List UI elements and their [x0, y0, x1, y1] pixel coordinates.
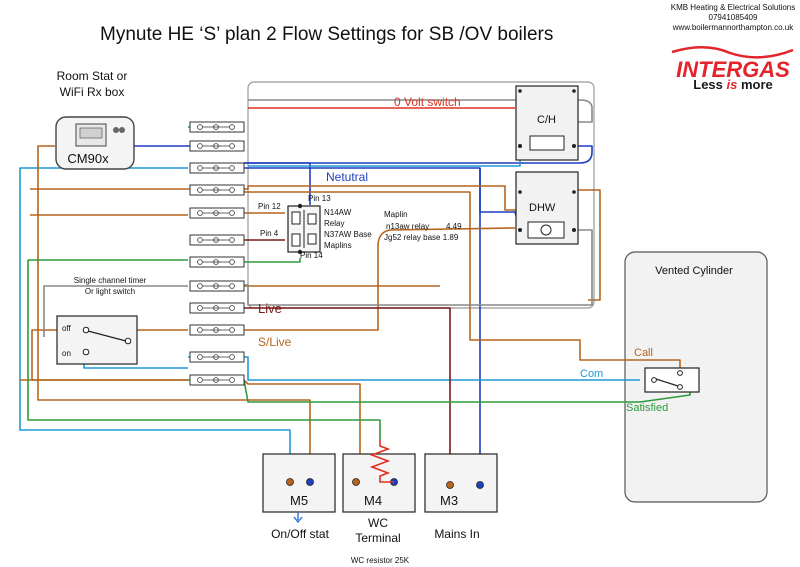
green-wire-relay: [28, 258, 301, 263]
terminal-block-icon: [189, 184, 245, 196]
resistor-icon: [369, 440, 394, 483]
neutral-wire-relay: [244, 162, 311, 205]
relay-icon: [287, 203, 321, 255]
neutral-label: Netutral: [326, 170, 368, 184]
m4-caption-2: Terminal: [355, 531, 400, 545]
maplin-note-2-price: 4.49: [446, 222, 462, 231]
terminal-block-icon: [189, 162, 245, 174]
brand-logo-text: INTERGAS: [676, 57, 790, 82]
m4-caption-1: WC: [368, 516, 388, 530]
relay-desc-3: N37AW Base: [324, 230, 372, 239]
company-website: www.boilermannorthampton.co.uk: [672, 23, 795, 32]
grey-wire-timer: [43, 285, 188, 337]
pin13-label: Pin 13: [308, 194, 331, 203]
intergas-logo: INTERGAS Less is more: [671, 46, 794, 92]
zero-volt-label: 0 Volt switch: [394, 95, 461, 109]
maplin-note-1: Maplin: [384, 210, 408, 219]
terminal-block-icon: [189, 256, 245, 268]
m4-label: M4: [364, 493, 382, 508]
maplin-note-3: Jg52 relay base 1.89: [384, 233, 459, 242]
cylinder-stat: [644, 367, 700, 393]
live-label: Live: [258, 301, 282, 316]
green-wire-m4: [27, 260, 381, 440]
grey-wire-dhw: [244, 229, 593, 306]
relay-desc-2: Relay: [324, 219, 344, 228]
com-label: Com: [580, 368, 603, 380]
dhw-valve: [515, 171, 579, 245]
terminal-strip: [189, 121, 245, 386]
room-stat-label-2: WiFi Rx box: [60, 85, 125, 99]
neutral-wire-ch: [244, 145, 593, 164]
brown-wire-m4: [243, 379, 361, 480]
slive-label: S/Live: [258, 335, 292, 349]
brown-wire-slive: [244, 227, 516, 331]
company-phone: 07941085409: [709, 13, 758, 22]
m3-terminal: [424, 453, 498, 513]
terminal-block-icon: [189, 374, 245, 386]
maplin-note-2: n13aw relay: [386, 222, 429, 231]
timer-off-label: off: [62, 324, 72, 333]
satisfied-label: Satisfied: [626, 402, 668, 414]
company-name: KMB Heating & Electrical Solutions: [671, 3, 796, 12]
ch-valve-label: C/H: [537, 114, 556, 126]
relay-desc-1: N14AW: [324, 208, 352, 217]
brown-wire-dhw-right: [577, 189, 601, 301]
terminal-block-icon: [189, 280, 245, 292]
brown-wire-m5: [37, 145, 311, 480]
brand-slogan: Less is more: [693, 77, 773, 92]
m3-caption: Mains In: [434, 527, 479, 541]
brown-wire-call: [244, 191, 681, 372]
pin12-label: Pin 12: [258, 202, 281, 211]
m3-label: M3: [440, 493, 458, 508]
maroon-wire-live: [244, 307, 451, 485]
pin4-label: Pin 4: [260, 229, 279, 238]
call-label: Call: [634, 347, 653, 359]
cyan-wire-com: [188, 356, 640, 381]
room-stat-label-1: Room Stat or: [57, 69, 128, 83]
m5-terminal: [262, 453, 336, 513]
terminal-block-icon: [189, 351, 245, 363]
terminal-block-icon: [189, 234, 245, 246]
m5-label: M5: [290, 493, 308, 508]
m5-caption: On/Off stat: [271, 527, 329, 541]
terminal-block-icon: [189, 121, 245, 133]
device-name: CM90x: [67, 151, 109, 166]
brown-wire-relay-pin12: [30, 212, 285, 216]
timer-label-2: Or light switch: [85, 287, 135, 296]
cylinder-label: Vented Cylinder: [655, 265, 733, 277]
terminal-block-icon: [189, 140, 245, 152]
arrow-down-icon: [293, 512, 303, 524]
ch-valve: [515, 85, 579, 161]
timer-on-label: on: [62, 349, 71, 358]
terminal-block-icon: [189, 207, 245, 219]
grey-wire-ch: [248, 99, 593, 123]
thermostat-icon: [55, 116, 135, 170]
terminal-block-icon: [189, 302, 245, 314]
dhw-valve-label: DHW: [529, 202, 556, 214]
timer-label-1: Single channel timer: [74, 276, 147, 285]
terminal-block-icon: [189, 324, 245, 336]
diagram-title: Mynute HE ‘S’ plan 2 Flow Settings for S…: [100, 24, 553, 45]
resistor-note: WC resistor 25K: [351, 556, 410, 565]
relay-desc-4: Maplins: [324, 241, 352, 250]
timer-switch: [56, 315, 138, 365]
pin14-label: Pin 14: [300, 251, 323, 260]
